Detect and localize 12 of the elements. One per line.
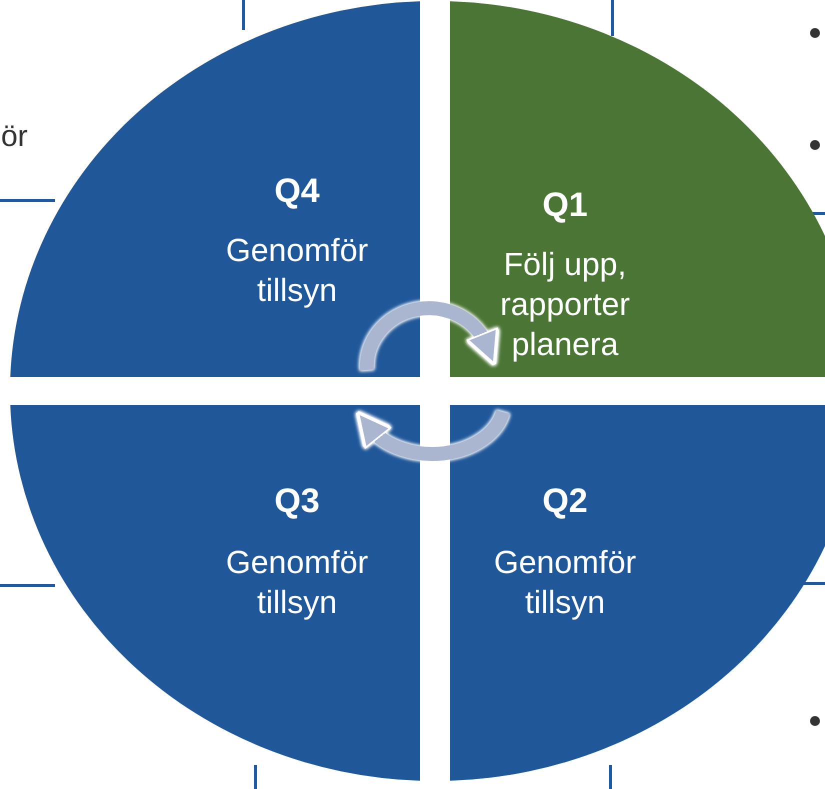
quadrant-heading: Q3	[274, 482, 320, 520]
curved-arrow	[360, 301, 498, 370]
quadrant-heading: Q1	[542, 186, 588, 224]
quadrant-heading: Q2	[542, 482, 588, 520]
quadrant-text: Följ upp, rapporter planera	[499, 245, 631, 364]
text-fragment: ör	[1, 120, 28, 154]
quadrant-text: Genomför tillsyn	[224, 231, 370, 310]
quadrant-heading: Q4	[274, 172, 320, 210]
quadrant-text: Genomför tillsyn	[224, 543, 370, 622]
quadrant-segment	[450, 0, 825, 377]
quadrant-text: Genomför tillsyn	[492, 543, 638, 622]
curved-arrow	[354, 410, 510, 461]
